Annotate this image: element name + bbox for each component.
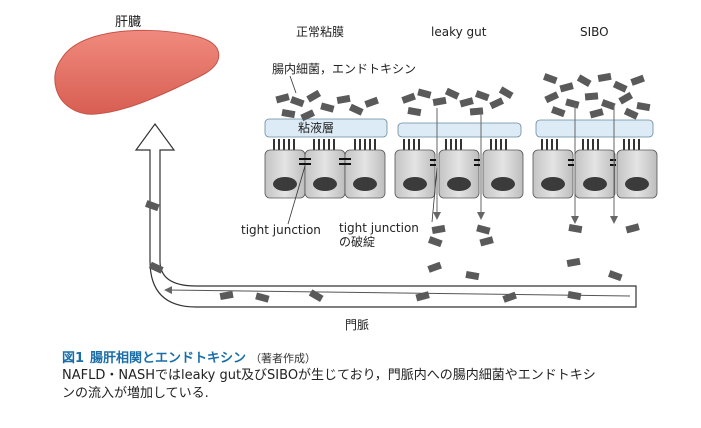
normal-mucosa-label: 正常粘膜 [296, 25, 345, 39]
normal-mucosa-panel [264, 89, 388, 225]
flow-arrow [164, 286, 631, 297]
sibo-label: SIBO [580, 25, 609, 39]
liver-label: 肝臓 [115, 15, 142, 30]
mucus-layer [264, 118, 388, 138]
portal-vein-channel [134, 122, 637, 308]
tj-broken-label-2: の破綻 [339, 235, 376, 249]
bacteria-label: 腸内細菌，エンドトキシン [272, 62, 417, 76]
leaky-gut-label: leaky gut [431, 25, 487, 39]
sibo-panel [532, 72, 658, 282]
figure-title: 腸肝相関とエンドトキシン [90, 351, 247, 366]
leaky-gut-panel [394, 86, 524, 281]
tj-broken-label-1: tight junction [339, 221, 419, 235]
portal-bacteria [144, 200, 582, 303]
liver-shape [54, 29, 220, 115]
tight-junction-label: tight junction [241, 223, 321, 237]
figure-number: 図1 [62, 351, 85, 366]
caption-line-1: NAFLD・NASHではleaky gut及びSIBOが生じており，門脈内への腸… [62, 368, 596, 383]
portal-vein-label: 門脈 [345, 318, 370, 332]
caption-line-2: ンの流入が増加している. [62, 386, 209, 401]
figure-caption-title: 図1 腸肝相関とエンドトキシン（著者作成） [62, 347, 316, 366]
mucus-layer-label: 粘液層 [298, 121, 335, 135]
figure-note: （著者作成） [250, 352, 317, 365]
